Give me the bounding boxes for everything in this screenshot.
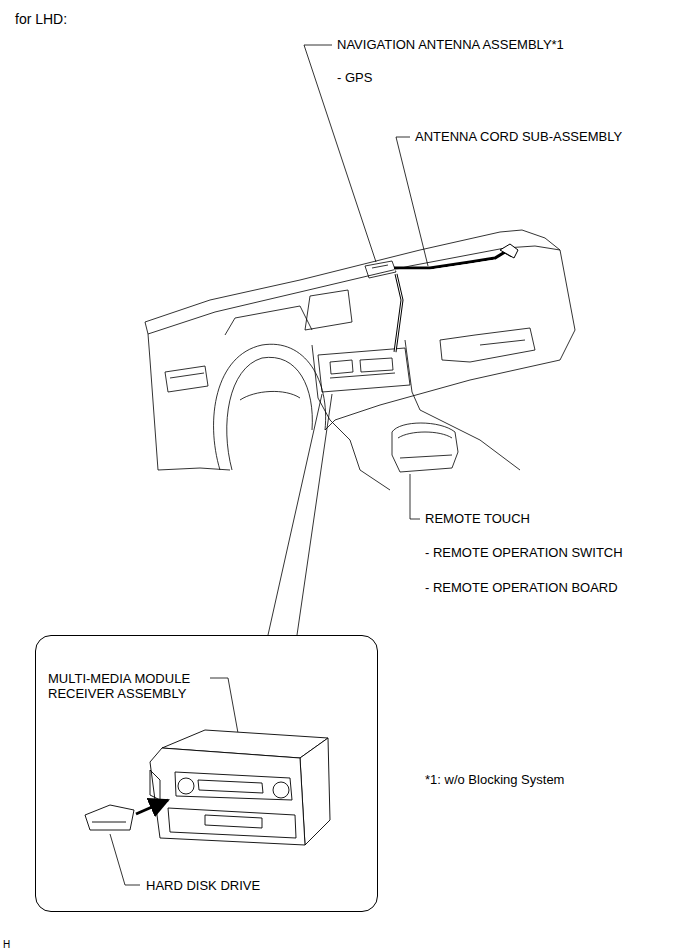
insert-arrow — [136, 800, 168, 814]
part-label: REMOTE TOUCH — [425, 511, 530, 526]
part-label: H — [3, 937, 10, 951]
part-label: HARD DISK DRIVE — [146, 878, 260, 893]
part-label: *1: w/o Blocking System — [425, 772, 564, 787]
part-label: - REMOTE OPERATION BOARD — [425, 580, 618, 595]
part-label: - REMOTE OPERATION SWITCH — [425, 545, 623, 560]
heading: for LHD: — [15, 12, 67, 27]
leader-lines — [110, 45, 428, 885]
inset-frame: MULTI-MEDIA MODULE RECEIVER ASSEMBLY HARD… — [35, 635, 378, 912]
dashboard-drawing — [145, 230, 575, 490]
part-label: ANTENNA CORD SUB-ASSEMBLY — [415, 129, 622, 144]
part-label: - GPS — [337, 70, 372, 85]
receiver-drawing — [85, 730, 330, 845]
part-label: NAVIGATION ANTENNA ASSEMBLY*1 — [337, 37, 564, 52]
part-label: MULTI-MEDIA MODULE RECEIVER ASSEMBLY — [48, 671, 208, 701]
antenna-cord — [394, 244, 518, 352]
